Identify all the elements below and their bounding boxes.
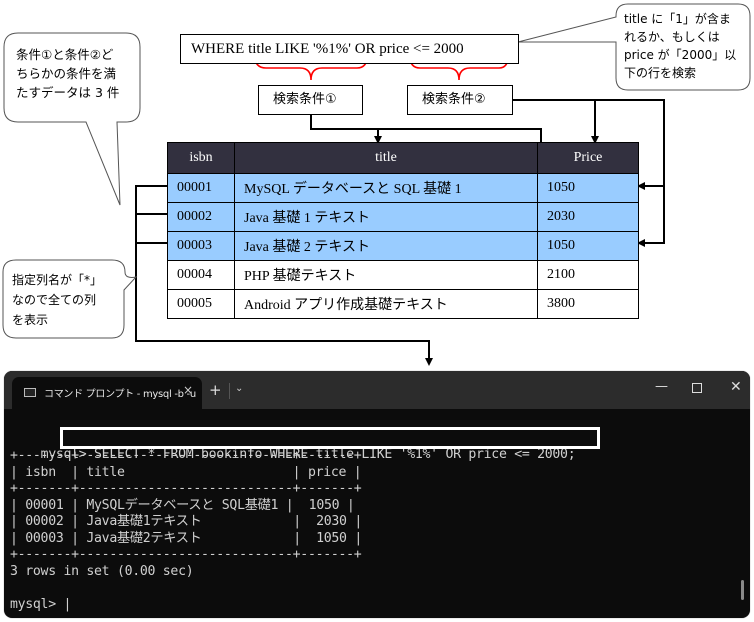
maximize-button[interactable] [692, 383, 702, 393]
tab-close-icon[interactable]: × [183, 383, 194, 397]
callout-line: 条件①と条件②ど [16, 47, 114, 62]
connector-condition1 [310, 115, 542, 142]
terminal-tab[interactable]: コマンド プロンプト - mysql -b -u × [12, 377, 202, 409]
callout-right-top: title に「1」が含ま れるか、もしくは price が「2000」以 下の… [624, 10, 736, 82]
callout-line: 下の行を検索 [624, 66, 697, 80]
terminal-line: +-------+----------------------------+--… [10, 481, 362, 496]
callout-left-bottom-shape [2, 259, 138, 339]
condition2-label: 検索条件② [407, 85, 513, 115]
cell-title: Java 基礎 1 テキスト [234, 202, 538, 232]
callout-left-top: 条件①と条件②ど ちらかの条件を満 たすデータは 3 件 [16, 45, 119, 102]
cell-isbn: 00001 [167, 173, 235, 203]
callout-left-bottom: 指定列名が「*」 なので全ての列 を表示 [12, 270, 102, 330]
tab-separator [229, 383, 230, 399]
tab-title: コマンド プロンプト - mysql -b -u [44, 389, 196, 400]
command-highlight-box [60, 427, 600, 449]
prompt: mysql> [40, 446, 87, 462]
callout-left-top-shape [3, 32, 141, 206]
cell-title: PHP 基礎テキスト [234, 260, 538, 290]
sql-command: SELECT * FROM bookinfo WHERE title LIKE … [86, 446, 576, 462]
cell-isbn: 00005 [167, 289, 235, 319]
cell-title: MySQL データベースと SQL 基礎 1 [234, 173, 538, 203]
connector-condition2 [513, 99, 665, 247]
scrollbar-thumb[interactable] [741, 580, 744, 600]
column-header-title: title [234, 142, 538, 174]
cell-title: Android アプリ作成基礎テキスト [234, 289, 538, 319]
brace-condition2 [409, 55, 509, 81]
minimize-button[interactable]: — [655, 379, 668, 394]
command-line[interactable]: mysql> SELECT * FROM bookinfo WHERE titl… [10, 430, 576, 480]
cell-title: Java 基礎 2 テキスト [234, 231, 538, 261]
terminal-titlebar: コマンド プロンプト - mysql -b -u × + ⌄ — ✕ [4, 371, 750, 409]
callout-line: title に「1」が含ま [624, 12, 731, 26]
cell-price: 1050 [537, 231, 639, 261]
cell-price: 3800 [537, 289, 639, 319]
terminal-line: | 00001 | MySQLデータベースと SQL基礎1 | 1050 | [10, 497, 355, 513]
callout-line: れるか、もしくは [624, 30, 720, 44]
cell-price: 1050 [537, 173, 639, 203]
terminal-line: +-------+----------------------------+--… [10, 448, 362, 463]
condition1-label: 検索条件① [258, 85, 363, 115]
brace-condition1 [254, 55, 368, 81]
terminal-line: | 00002 | Java基礎1テキスト | 2030 | [10, 514, 362, 529]
cell-isbn: 00002 [167, 202, 235, 232]
column-header-price: Price [537, 142, 639, 174]
new-tab-button[interactable]: + [209, 381, 222, 399]
where-clause-box: WHERE title LIKE '%1%' OR price <= 2000 [180, 34, 519, 64]
terminal-line: +-------+----------------------------+--… [10, 547, 362, 562]
terminal-icon [24, 388, 36, 397]
callout-line: を表示 [12, 313, 49, 327]
terminal-line: | 00003 | Java基礎2テキスト | 1050 | [10, 530, 362, 546]
callout-line: たすデータは 3 件 [16, 85, 120, 100]
callout-line: price が「2000」以 [624, 48, 737, 62]
callout-right-top-shape [517, 3, 751, 91]
callout-line: ちらかの条件を満 [16, 66, 117, 81]
cell-price: 2100 [537, 260, 639, 290]
terminal-line: mysql> | [10, 596, 72, 612]
table-header-row: isbn title Price [167, 142, 639, 174]
chevron-down-icon[interactable]: ⌄ [235, 383, 244, 394]
bracket-matched-rows [135, 185, 433, 366]
terminal-window: コマンド プロンプト - mysql -b -u × + ⌄ — ✕ mysql… [4, 371, 750, 618]
column-header-isbn: isbn [167, 142, 235, 174]
cell-price: 2030 [537, 202, 639, 232]
close-window-button[interactable]: ✕ [730, 379, 742, 395]
cell-isbn: 00004 [167, 260, 235, 290]
cell-isbn: 00003 [167, 231, 235, 261]
callout-line: 指定列名が「*」 [12, 273, 103, 287]
callout-line: なので全ての列 [12, 293, 97, 307]
terminal-line: 3 rows in set (0.00 sec) [10, 563, 194, 579]
terminal-line: | isbn | title | price | [10, 464, 362, 480]
